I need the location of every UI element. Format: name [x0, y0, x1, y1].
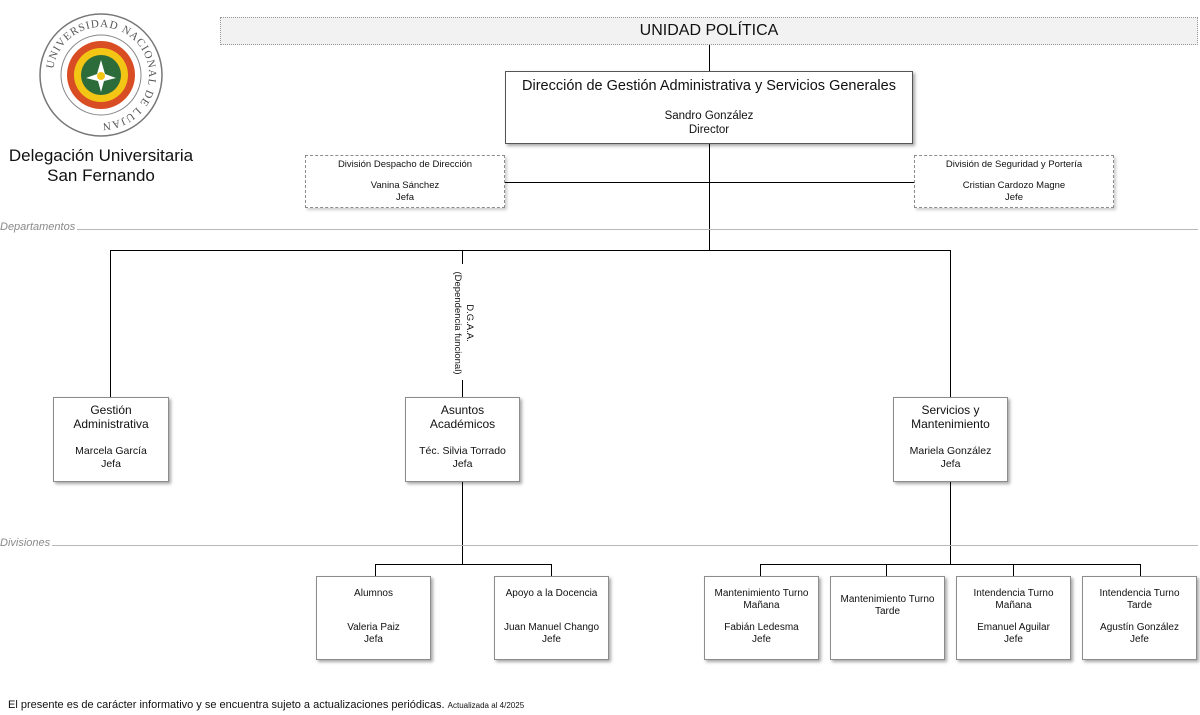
staff-person: Vanina Sánchez	[370, 180, 440, 191]
connector-staff-horizontal	[505, 182, 914, 183]
staff-title: División de Seguridad y Portería	[945, 159, 1083, 170]
division-role: Jefe	[1130, 634, 1149, 645]
organization-name-line1: Delegación Universitaria	[8, 146, 194, 165]
division-person: Valeria Paiz	[347, 622, 400, 633]
department-box-gestion: Gestión Administrativa Marcela García Je…	[53, 397, 169, 482]
division-person: Agustín González	[1100, 622, 1179, 633]
department-role: Jefa	[452, 458, 473, 470]
division-title-line2	[495, 600, 608, 612]
division-role: Jefe	[752, 634, 771, 645]
division-box-apoyo-docencia: Apoyo a la Docencia Juan Manuel Chango J…	[494, 576, 609, 660]
staff-box-seguridad: División de Seguridad y Portería Cristia…	[914, 155, 1114, 208]
division-role: Jefa	[364, 634, 383, 645]
division-title-line2: Mañana	[995, 600, 1032, 611]
functional-note-line2: (Dependencia funcional)	[452, 271, 463, 375]
functional-dependency-note: D.G.A.A. (Dependencia funcional)	[449, 265, 475, 381]
departments-separator-line	[0, 229, 1198, 230]
direction-person: Sandro González	[664, 110, 754, 122]
staff-role: Jefa	[396, 192, 414, 203]
division-title-line1: Intendencia Turno	[973, 588, 1054, 599]
department-title-line1: Servicios y	[921, 403, 980, 417]
division-title-line1: Intendencia Turno	[1099, 588, 1180, 599]
staff-person: Cristian Cardozo Magne	[962, 180, 1066, 191]
connector-div-6	[1140, 564, 1141, 576]
division-title-line2: Tarde	[1126, 600, 1152, 611]
organization-name-line2: San Fernando	[47, 166, 155, 185]
department-title-line1: Asuntos	[440, 403, 485, 417]
division-person: Emanuel Aguilar	[977, 622, 1050, 633]
connector-academic-horizontal	[375, 564, 552, 565]
footer-updated: Actualizada al 4/2025	[447, 701, 525, 710]
direction-role: Director	[688, 124, 730, 136]
divisions-level-label: Divisiones	[0, 537, 53, 549]
direction-title: Dirección de Gestión Administrativa y Se…	[522, 78, 896, 94]
connector-dept-2-top	[462, 250, 463, 264]
department-person: Mariela González	[909, 445, 992, 457]
footer-disclaimer: El presente es de carácter informativo y…	[8, 698, 524, 713]
connector-direction-trunk	[709, 144, 710, 250]
connector-academic-down	[462, 482, 463, 565]
political-unit-header: UNIDAD POLÍTICA	[220, 17, 1198, 45]
division-person: Fabián Ledesma	[724, 622, 799, 633]
division-title-line1: Mantenimiento Turno	[840, 594, 935, 605]
division-role: Jefe	[542, 634, 561, 645]
departments-level-label: Departamentos	[0, 221, 78, 233]
division-title-line1: Apoyo a la Docencia	[505, 588, 598, 599]
connector-header-direction	[709, 45, 710, 71]
connector-dept-3	[950, 250, 951, 397]
division-title-line2: Mañana	[743, 600, 780, 611]
organization-name: Delegación Universitaria San Fernando	[0, 146, 202, 186]
direction-box: Dirección de Gestión Administrativa y Se…	[505, 71, 913, 144]
division-box-intendencia-tarde: Intendencia Turno Tarde Agustín González…	[1082, 576, 1197, 660]
department-title-line2: Administrativa	[73, 417, 149, 431]
division-title-line2: Tarde	[874, 606, 900, 617]
department-title-line1: Gestión	[90, 403, 132, 417]
department-box-academicos: Asuntos Académicos Téc. Silvia Torrado J…	[405, 397, 520, 482]
connector-div-2	[551, 564, 552, 576]
division-title-line1: Alumnos	[354, 588, 393, 599]
divisions-separator-line	[0, 545, 1198, 546]
connector-dept-1	[110, 250, 111, 397]
division-person: Juan Manuel Chango	[503, 622, 600, 633]
department-person: Téc. Silvia Torrado	[419, 445, 506, 457]
connector-div-3	[760, 564, 761, 576]
department-role: Jefa	[101, 458, 121, 470]
division-box-mantenimiento-manana: Mantenimiento Turno Mañana Fabián Ledesm…	[704, 576, 819, 660]
division-box-alumnos: Alumnos Valeria Paiz Jefa	[316, 576, 431, 660]
connector-departments-horizontal	[110, 250, 951, 251]
university-seal-logo: UNIVERSIDAD NACIONAL DE LUJAN	[38, 12, 164, 138]
functional-note-line1: D.G.A.A.	[464, 304, 475, 342]
division-box-mantenimiento-tarde: Mantenimiento Turno Tarde	[830, 576, 945, 660]
division-role: Jefe	[1004, 634, 1023, 645]
connector-services-down	[950, 482, 951, 565]
connector-div-5	[1013, 564, 1014, 576]
connector-div-1	[375, 564, 376, 576]
staff-title: División Despacho de Dirección	[337, 159, 473, 170]
division-box-intendencia-manana: Intendencia Turno Mañana Emanuel Aguilar…	[956, 576, 1071, 660]
division-title-line1: Mantenimiento Turno	[714, 588, 809, 599]
staff-role: Jefe	[1005, 192, 1023, 203]
political-unit-label: UNIDAD POLÍTICA	[639, 22, 779, 39]
connector-dept-2-bottom	[462, 380, 463, 397]
department-title-line2: Académicos	[429, 417, 496, 431]
footer-text: El presente es de carácter informativo y…	[8, 699, 445, 711]
connector-div-4	[886, 564, 887, 576]
connector-services-horizontal	[760, 564, 1141, 565]
department-person: Marcela García	[75, 445, 147, 457]
department-title-line2: Mantenimiento	[911, 417, 990, 431]
staff-box-despacho: División Despacho de Dirección Vanina Sá…	[305, 155, 505, 208]
department-box-servicios: Servicios y Mantenimiento Mariela Gonzál…	[893, 397, 1008, 482]
department-role: Jefa	[940, 458, 961, 470]
division-title-line2	[317, 600, 430, 612]
